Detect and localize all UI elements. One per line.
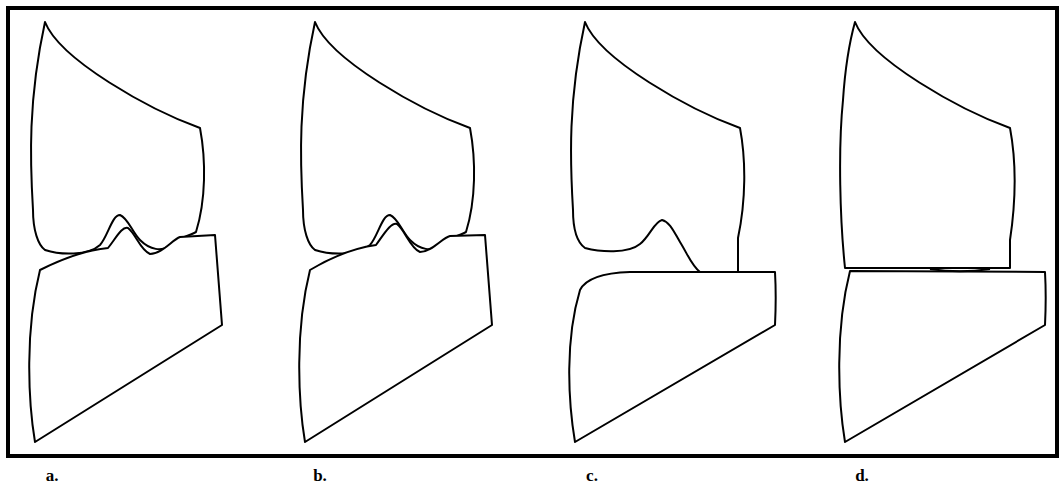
- tibia-outline: [839, 271, 1046, 442]
- femur-outline: [31, 22, 204, 254]
- femur-outline: [571, 22, 744, 272]
- panel-label: d.: [855, 466, 869, 486]
- tibia-outline: [569, 272, 776, 442]
- knee-joint-a: [29, 22, 222, 442]
- tibia-outline: [29, 228, 222, 442]
- femur-outline: [301, 22, 474, 254]
- knee-joint-c: [569, 22, 776, 442]
- panel-label: a.: [46, 466, 59, 486]
- knee-joint-d: [839, 22, 1046, 442]
- figure-frame: [8, 8, 1057, 456]
- knee-joint-b: [299, 22, 492, 442]
- panel-label: c.: [586, 466, 598, 486]
- panel-label: b.: [313, 466, 327, 486]
- joint-line: [930, 269, 990, 271]
- tibia-outline: [299, 224, 492, 442]
- femur-outline: [840, 22, 1014, 268]
